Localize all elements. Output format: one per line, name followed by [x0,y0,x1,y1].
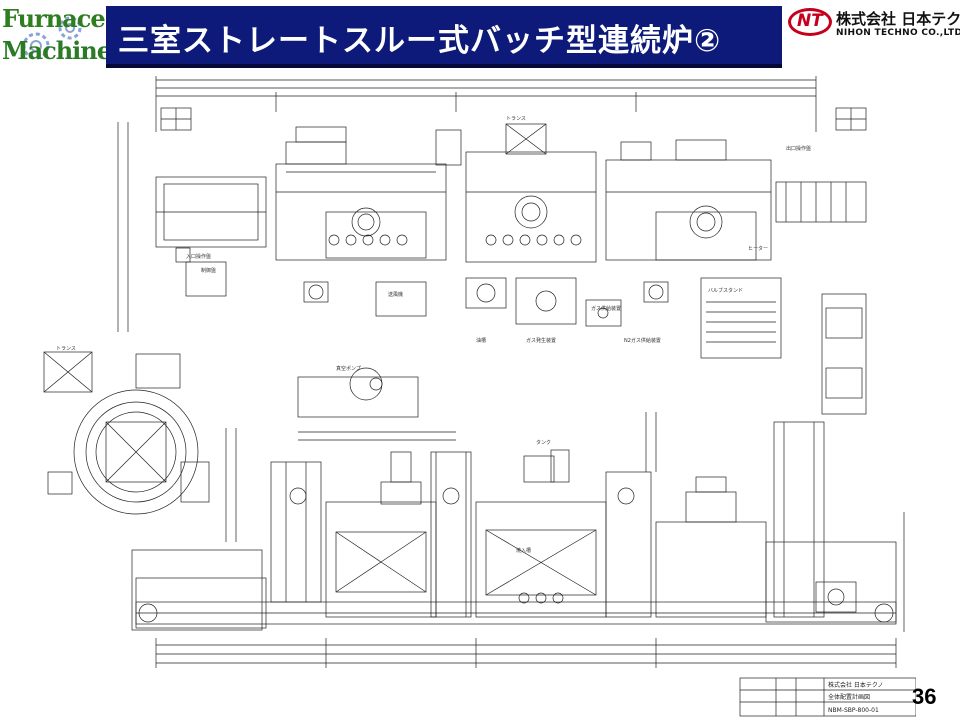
label-gas-unit: ガス供給装置 [591,305,621,312]
title-block-drawing-title: 全体配置計画図 [828,693,870,701]
furnace-machine-logo: Furnace Machine [0,0,112,72]
engineering-drawing: トランス トランス 入口操作盤 制御盤 送風機 ガス供給装置 バルブスタンド 出… [43,76,916,717]
label-control: 制御盤 [201,267,216,274]
label-trans: トランス [506,116,526,122]
label-gas-gen: ガス発生装置 [526,337,556,344]
page-number: 36 [912,684,937,709]
label-trans2: トランス [56,346,76,352]
label-quench: 焼入槽 [516,547,531,554]
company-mark: NT [797,11,823,31]
company-name-jp: 株式会社 日本テクノ [836,10,960,28]
label-valve-stand: バルブスタンド [708,287,743,294]
logo-line-1: Furnace [2,4,106,33]
logo-line-2: Machine [2,36,112,65]
label-tank: タンク [536,439,551,446]
company-logo: NT 株式会社 日本テクノ NIHON TECHNO CO.,LTD. [786,6,960,46]
company-name-en: NIHON TECHNO CO.,LTD. [836,28,960,38]
label-exit-op: 出口操作盤 [786,145,811,152]
slide-title-bar: 三室ストレートスルー式バッチ型連続炉② [106,6,782,68]
gears-icon [22,16,82,60]
title-block-drawing-no: NBM-SBP-800-01 [828,707,879,714]
nt-logo-icon: NT [788,8,832,36]
drawing-labels: トランス トランス 入口操作盤 制御盤 送風機 ガス供給装置 バルブスタンド 出… [56,116,884,714]
slide-title: 三室ストレートスルー式バッチ型連続炉② [118,23,722,59]
title-block-company: 株式会社 日本テクノ [828,681,884,689]
label-heater: ヒーター [748,245,768,252]
label-vacuum: 真空ポンプ [336,365,361,372]
label-n2: N2ガス供給装置 [624,337,661,344]
label-entrance-op: 入口操作盤 [186,253,211,260]
label-blower: 送風機 [388,291,403,298]
label-pump: 油槽 [476,337,486,344]
